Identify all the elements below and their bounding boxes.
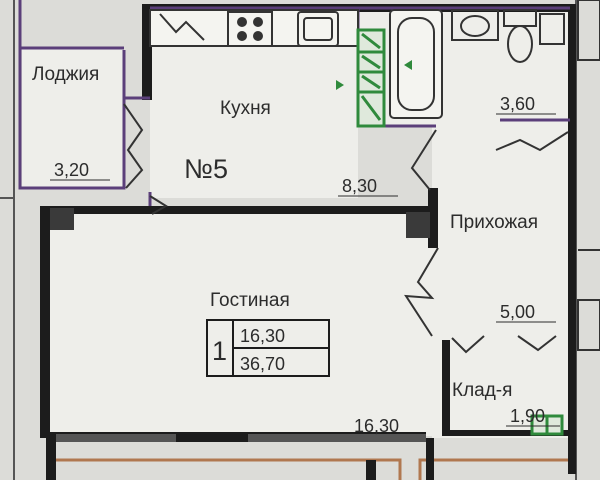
- storage-bottom-wall: [442, 430, 570, 436]
- doors: [123, 103, 569, 354]
- kitchen-left-wall: [142, 4, 152, 100]
- vent-arrow-icon-2: [404, 60, 412, 70]
- bottom-wall: [46, 432, 426, 442]
- loggia-area: 3,20: [54, 160, 89, 180]
- living-room-floor: [48, 214, 432, 436]
- vent-markers: [336, 60, 412, 90]
- living-room-label: Гостиная: [210, 290, 290, 311]
- column-blocks: [50, 208, 430, 442]
- loggia-door-icon: [123, 103, 144, 189]
- sink-icon: [297, 11, 339, 47]
- living-room-area: 16,30: [354, 416, 399, 436]
- washbasin-icon: [451, 9, 499, 41]
- living-area-value: 16,30: [240, 326, 285, 346]
- kitchen-label: Кухня: [220, 98, 271, 119]
- stove-icon: [227, 11, 273, 47]
- window-sill-left: [56, 434, 176, 442]
- column-right: [406, 212, 430, 238]
- loggia-floor: [22, 48, 124, 188]
- ventilation-shafts: [356, 28, 564, 436]
- hallway-floor: [432, 126, 568, 338]
- living-top-wall: [42, 206, 434, 214]
- loggia-label: Лоджия: [32, 64, 99, 85]
- storage-door-right-icon: [517, 335, 557, 352]
- neighbor-walls-bottom: [46, 438, 434, 480]
- total-area-value: 36,70: [240, 354, 285, 374]
- storage-area: 1,90: [510, 406, 545, 426]
- right-edge-details: [577, 0, 600, 351]
- vent-shaft-icon: [356, 28, 386, 128]
- apartment-number: №5: [184, 154, 228, 184]
- storage-left-wall: [442, 340, 450, 436]
- bath-door-icon: [495, 131, 569, 152]
- water-heater-icon: [539, 13, 565, 45]
- kitchen-door-icon: [149, 195, 168, 215]
- right-wall: [568, 4, 576, 474]
- window-sill-right: [248, 434, 426, 442]
- hallway-label: Прихожая: [450, 212, 538, 233]
- bathtub-icon: [389, 9, 443, 119]
- partition-wall: [428, 188, 438, 248]
- storage-label: Клад-я: [452, 380, 512, 401]
- vent-arrow-icon: [336, 80, 344, 90]
- kitchen-area: 8,30: [342, 176, 377, 196]
- apartment-area-box: 1 16,30 36,70: [206, 319, 330, 377]
- storage-door-left-icon: [451, 335, 485, 354]
- bathroom-fixtures: [389, 9, 565, 119]
- kitchen-hall-door-icon: [410, 129, 437, 191]
- hallway-area: 5,00: [500, 302, 535, 322]
- living-left-wall: [40, 206, 50, 438]
- toilet-bowl-icon: [507, 25, 533, 63]
- kitchen-fixtures: [149, 9, 359, 47]
- rooms-count: 1: [212, 336, 227, 366]
- bathroom-area: 3,60: [500, 94, 535, 114]
- living-door-icon: [404, 247, 439, 337]
- column-left: [50, 208, 74, 230]
- gas-pipe-icon: [159, 13, 205, 41]
